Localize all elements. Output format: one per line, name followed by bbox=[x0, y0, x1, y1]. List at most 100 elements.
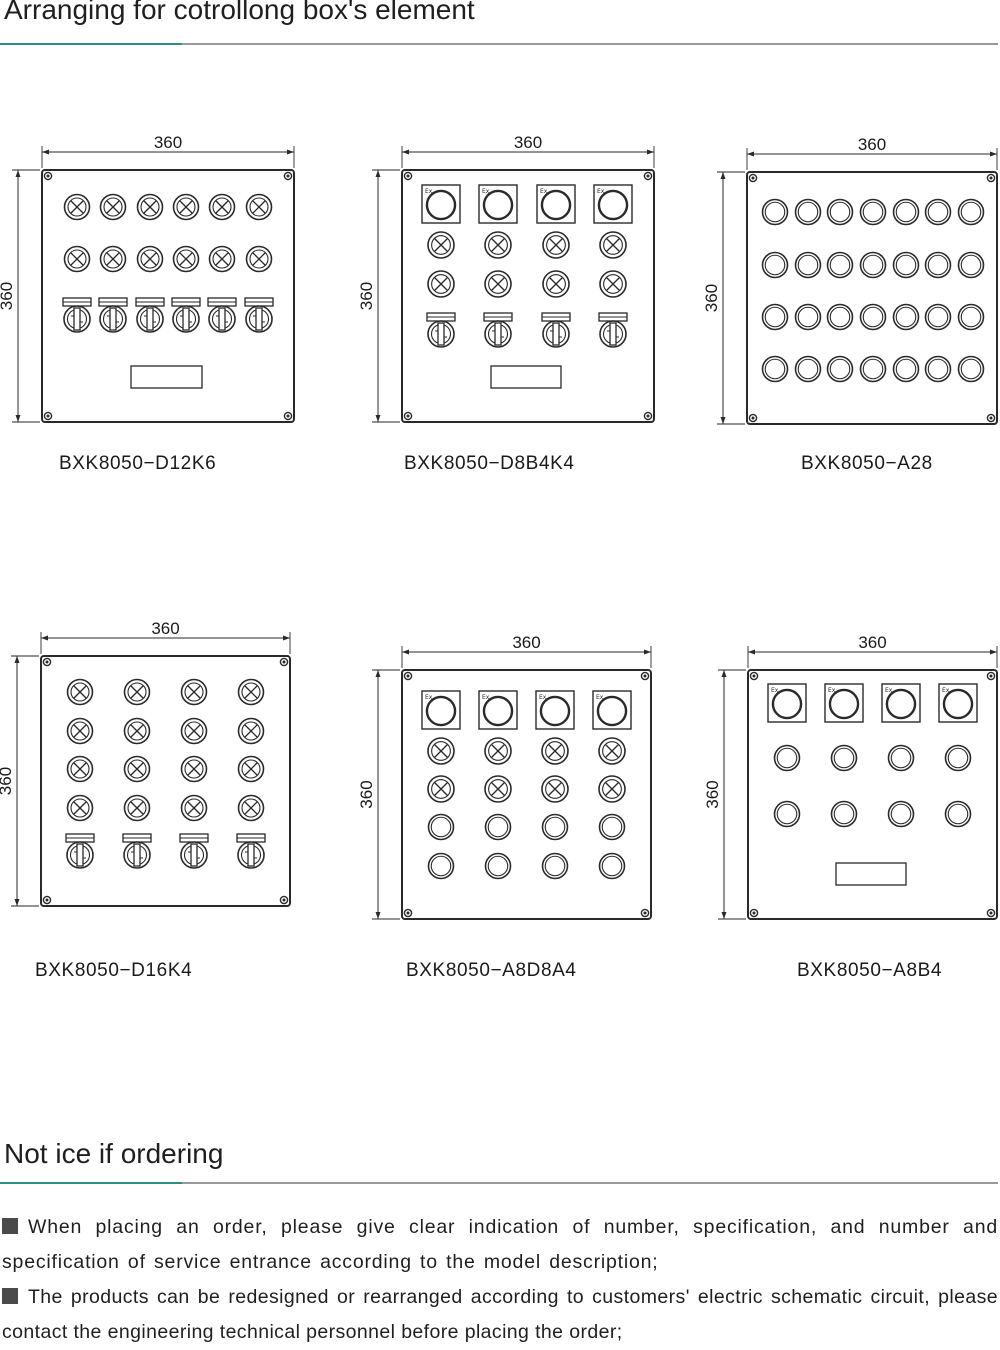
lamp-inner-ring bbox=[431, 741, 451, 761]
lamp-inner-ring bbox=[176, 249, 196, 269]
gauge-inner-ring bbox=[764, 254, 786, 276]
gauge-inner-ring bbox=[895, 306, 917, 328]
indicator-lamp bbox=[427, 270, 455, 298]
indicator-lamp bbox=[237, 717, 265, 745]
switch-knob bbox=[109, 307, 117, 331]
switch-knob bbox=[146, 307, 154, 331]
lamp-inner-ring bbox=[67, 197, 87, 217]
button-cap bbox=[597, 189, 629, 221]
lamp-inner-ring bbox=[488, 779, 508, 799]
lamp-cross-line bbox=[252, 252, 266, 266]
gauge-outer-ring bbox=[924, 198, 952, 226]
mounting-screw-center bbox=[286, 414, 290, 418]
button-frame bbox=[824, 683, 864, 723]
lamp-cross-line bbox=[491, 277, 505, 291]
gauge-inner-ring bbox=[947, 747, 969, 769]
ammeter-gauge bbox=[892, 355, 920, 383]
lamp-cross-line bbox=[215, 200, 229, 214]
lamp-inner-ring bbox=[546, 274, 566, 294]
ammeter-gauge bbox=[773, 744, 801, 772]
ammeter-gauge bbox=[859, 251, 887, 279]
mounting-screw-center bbox=[989, 176, 993, 180]
lamp-inner-ring bbox=[546, 235, 566, 255]
lamp-cross-line bbox=[130, 724, 144, 738]
ammeter-gauge bbox=[892, 198, 920, 226]
rotary-switch bbox=[65, 833, 95, 869]
dimension-arrow-icon bbox=[41, 635, 48, 641]
ammeter-gauge bbox=[957, 303, 985, 331]
model-label: BXK8050−A28 bbox=[801, 453, 933, 474]
button-frame bbox=[535, 690, 575, 730]
model-label: BXK8050−D16K4 bbox=[35, 960, 193, 981]
lamp-inner-ring bbox=[212, 197, 232, 217]
gauge-outer-ring bbox=[541, 852, 569, 880]
lamp-cross-line bbox=[187, 724, 201, 738]
gauge-inner-ring bbox=[487, 816, 509, 838]
lamp-cross-line bbox=[606, 277, 620, 291]
lamp-inner-ring bbox=[127, 682, 147, 702]
gauge-outer-ring bbox=[794, 251, 822, 279]
enclosure-panel bbox=[41, 169, 295, 423]
enclosure-panel bbox=[747, 669, 998, 920]
mounting-screw-center bbox=[752, 911, 756, 915]
switch-knob bbox=[247, 843, 255, 867]
lamp-inner-ring bbox=[603, 235, 623, 255]
model-label: BXK8050−D12K6 bbox=[59, 453, 217, 474]
ex-push-button: Ex bbox=[536, 184, 576, 224]
lamp-inner-ring bbox=[103, 249, 123, 269]
gauge-inner-ring bbox=[797, 201, 819, 223]
gauge-inner-ring bbox=[430, 816, 452, 838]
notes-list: When placing an order, please give clear… bbox=[2, 1210, 998, 1350]
rotary-switch bbox=[207, 297, 237, 333]
gauge-inner-ring bbox=[601, 855, 623, 877]
gauge-outer-ring bbox=[944, 800, 972, 828]
mounting-screw-center bbox=[752, 674, 756, 678]
lamp-cross-line bbox=[434, 782, 448, 796]
nameplate bbox=[490, 365, 562, 389]
ammeter-gauge bbox=[427, 813, 455, 841]
lamp-inner-ring bbox=[241, 759, 261, 779]
button-frame bbox=[421, 184, 461, 224]
lamp-inner-ring bbox=[545, 741, 565, 761]
dimension-arrow-icon bbox=[283, 635, 290, 641]
switch-knob bbox=[609, 322, 617, 346]
lamp-inner-ring bbox=[249, 197, 269, 217]
switch-knob bbox=[190, 843, 198, 867]
gauge-inner-ring bbox=[862, 358, 884, 380]
gauge-inner-ring bbox=[960, 358, 982, 380]
ammeter-gauge bbox=[794, 198, 822, 226]
lamp-inner-ring bbox=[127, 759, 147, 779]
switch-knob bbox=[73, 307, 81, 331]
title-divider-accent bbox=[0, 43, 182, 45]
lamp-inner-ring bbox=[70, 798, 90, 818]
notice-divider bbox=[0, 1182, 998, 1184]
lamp-inner-ring bbox=[488, 274, 508, 294]
button-cap bbox=[828, 688, 860, 720]
ammeter-gauge bbox=[892, 251, 920, 279]
lamp-cross-line bbox=[605, 782, 619, 796]
dimension-arrow-icon bbox=[990, 151, 997, 157]
lamp-inner-ring bbox=[140, 197, 160, 217]
nameplate bbox=[835, 862, 907, 886]
button-cap bbox=[596, 695, 628, 727]
lamp-inner-ring bbox=[431, 274, 451, 294]
indicator-lamp bbox=[180, 755, 208, 783]
mounting-screw-center bbox=[989, 911, 993, 915]
indicator-lamp bbox=[599, 231, 627, 259]
indicator-lamp bbox=[172, 193, 200, 221]
note-item: When placing an order, please give clear… bbox=[2, 1210, 998, 1280]
model-label: BXK8050−D8B4K4 bbox=[404, 453, 575, 474]
lamp-cross-line bbox=[244, 762, 258, 776]
gauge-outer-ring bbox=[957, 198, 985, 226]
lamp-inner-ring bbox=[488, 741, 508, 761]
mounting-screw-center bbox=[46, 414, 50, 418]
button-cap bbox=[540, 189, 572, 221]
mounting-screw-center bbox=[45, 660, 49, 664]
gauge-inner-ring bbox=[862, 306, 884, 328]
gauge-outer-ring bbox=[794, 355, 822, 383]
lamp-inner-ring bbox=[212, 249, 232, 269]
indicator-lamp bbox=[245, 193, 273, 221]
